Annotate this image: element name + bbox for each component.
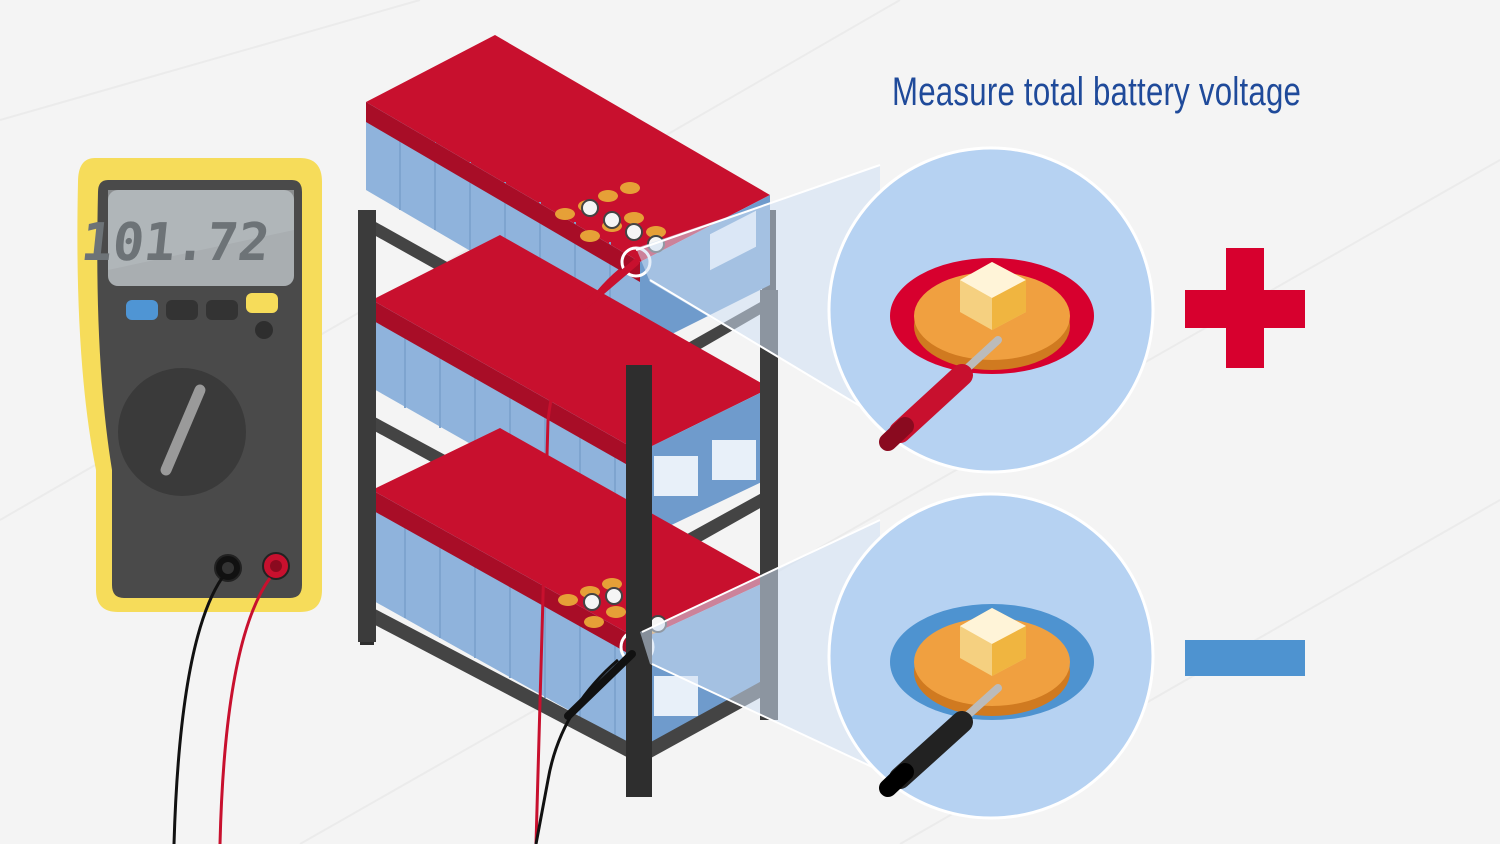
meter-dial-pointer — [160, 384, 206, 476]
black-lead-wire — [172, 577, 224, 844]
page-title: Measure total battery voltage — [892, 70, 1302, 114]
plus-icon — [1185, 248, 1305, 368]
meter-button-blue[interactable] — [126, 300, 158, 320]
meter-button-1[interactable] — [166, 300, 198, 320]
meter-display-value: 101.72 — [78, 213, 272, 273]
multimeter-icon: 101.72 — [77, 158, 322, 612]
red-probe-tip-battery — [576, 258, 640, 314]
negative-zoom-beam — [640, 520, 880, 770]
meter-button-yellow[interactable] — [246, 293, 278, 313]
minus-icon — [1185, 640, 1305, 676]
meter-small-button[interactable] — [255, 321, 273, 339]
negative-terminal-zoom — [827, 492, 1155, 820]
black-probe-tip-battery — [564, 650, 636, 720]
positive-terminal-zoom — [827, 146, 1155, 474]
red-lead-wire — [218, 577, 272, 844]
meter-button-2[interactable] — [206, 300, 238, 320]
